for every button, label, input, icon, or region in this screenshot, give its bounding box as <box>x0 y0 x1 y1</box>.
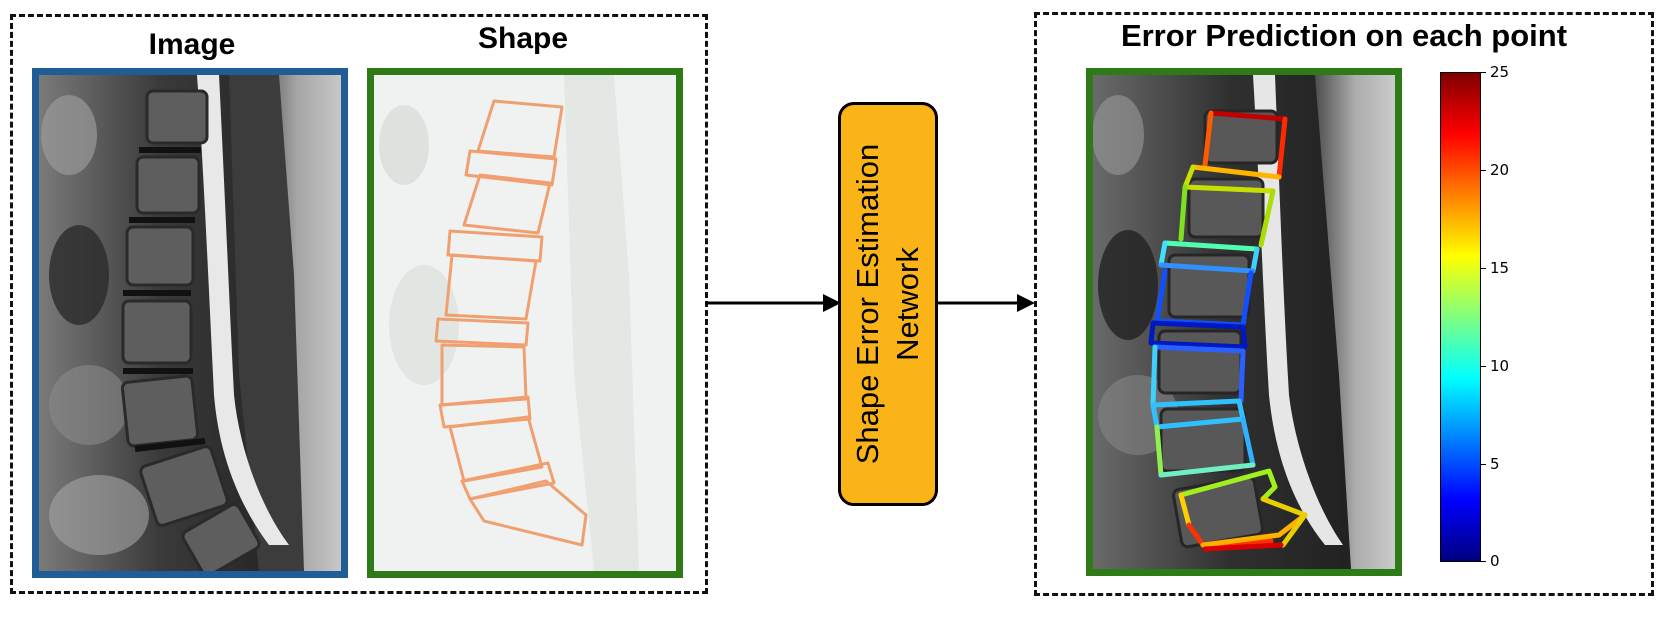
mri-image-frame <box>32 68 348 578</box>
colorbar-tick-mark-25 <box>1481 72 1486 73</box>
colorbar-tick-15: 15 <box>1490 259 1510 277</box>
image-title: Image <box>148 28 236 61</box>
output-panel <box>1034 12 1654 596</box>
shape-error-estimation-network: Shape Error Estimation Network <box>838 102 938 506</box>
colorbar-tick-mark-5 <box>1481 464 1486 465</box>
shape-frame <box>367 68 683 578</box>
colorbar-tick-mark-20 <box>1481 170 1486 171</box>
colorbar-tick-mark-15 <box>1481 268 1486 269</box>
arrow-to-output <box>935 294 1035 312</box>
shape-title: Shape <box>477 22 569 55</box>
colorbar-tick-20: 20 <box>1490 161 1510 179</box>
colorbar-tick-mark-0 <box>1481 561 1486 562</box>
error-colorbar <box>1440 72 1481 562</box>
colorbar-tick-10: 10 <box>1490 357 1510 375</box>
colorbar-tick-25: 25 <box>1490 63 1510 81</box>
arrow-to-network <box>705 294 841 312</box>
colorbar-tick-5: 5 <box>1490 455 1500 473</box>
shape-contours <box>374 75 676 571</box>
colorbar-tick-0: 0 <box>1490 552 1500 570</box>
colorbar-tick-mark-10 <box>1481 366 1486 367</box>
mri-image <box>39 75 341 571</box>
network-label: Shape Error Estimation Network <box>848 144 928 464</box>
error-prediction-title: Error Prediction on each point <box>1120 18 1568 53</box>
network-label-line1: Shape Error Estimation <box>850 143 885 465</box>
error-prediction-frame <box>1086 68 1402 576</box>
network-label-line2: Network <box>890 247 925 361</box>
error-prediction-image <box>1093 75 1395 569</box>
